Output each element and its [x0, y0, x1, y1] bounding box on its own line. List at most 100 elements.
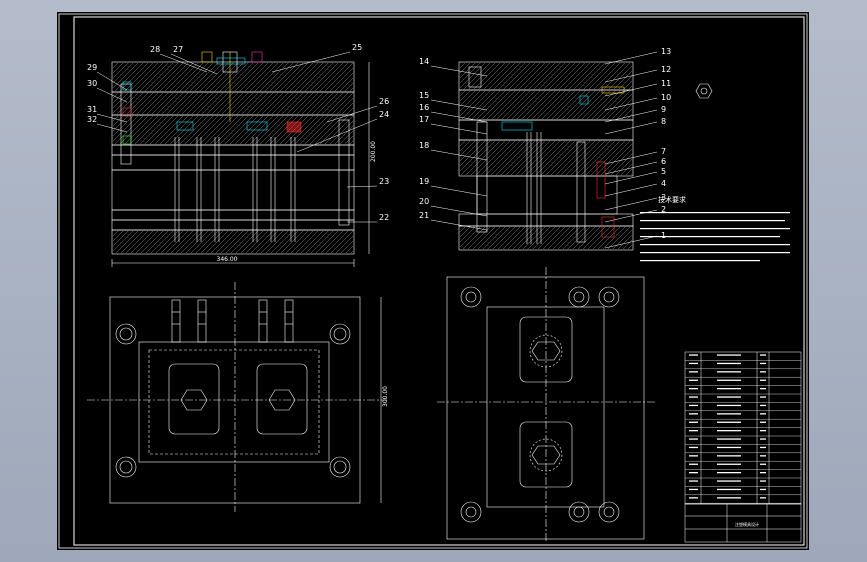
leader-line [271, 51, 351, 73]
table-cell-text [689, 388, 698, 390]
table-cell-text [717, 455, 741, 457]
table-cell-text [689, 413, 698, 415]
table-cell-text [760, 354, 766, 356]
dim-width-left: 346.00 [217, 256, 238, 263]
part-number-label: 31 [87, 105, 97, 114]
right-plan-view [437, 267, 657, 542]
part-number-label: 7 [661, 147, 666, 156]
table-cell-text [760, 463, 766, 465]
part-number-label: 26 [379, 97, 389, 106]
table-cell-text [717, 480, 741, 482]
leader-line [604, 171, 658, 185]
inner-border [73, 16, 805, 546]
table-cell-text [760, 430, 766, 432]
part-number-label: 9 [661, 105, 666, 114]
leader-line [96, 87, 128, 103]
table-cell-text [717, 497, 741, 499]
part-number-label: 15 [419, 91, 429, 100]
leader-line [604, 83, 658, 97]
leader-line [159, 53, 208, 73]
table-cell-text [689, 446, 698, 449]
part-number-label: 17 [419, 115, 429, 124]
part-number-label: 14 [419, 57, 429, 66]
table-cell-text [689, 480, 698, 482]
leader-line [604, 235, 658, 249]
table-cell-text [717, 463, 741, 465]
part-number-label: 32 [87, 115, 97, 124]
table-cell-text [689, 472, 698, 474]
leader-line [604, 51, 658, 65]
table-cell-text [717, 472, 741, 474]
left-plan-view [87, 282, 387, 512]
part-number-label: 13 [661, 47, 671, 56]
table-cell-text [760, 421, 766, 423]
leader-line [604, 97, 658, 111]
table-cell-text [760, 488, 766, 491]
leader-line [604, 109, 658, 123]
table-cell-text [717, 488, 741, 491]
table-cell-text [717, 404, 741, 407]
table-cell-text [717, 371, 741, 373]
cooling-fittings [171, 299, 294, 343]
table-cell-text [760, 404, 766, 407]
part-number-label: 5 [661, 167, 666, 176]
table-cell-text [760, 446, 766, 449]
table-cell-text [717, 396, 741, 398]
part-number-label: 18 [419, 141, 429, 150]
leader-line [430, 65, 488, 77]
table-cell-text [760, 388, 766, 390]
part-number-label: 21 [419, 211, 429, 220]
leader-line [96, 123, 128, 133]
table-cell-text [689, 396, 698, 398]
part-number-label: 11 [661, 79, 671, 88]
table-cell-text [689, 438, 698, 440]
leader-line [430, 111, 488, 123]
table-cell-text [717, 379, 741, 381]
leader-line [296, 118, 378, 153]
tech-requirements-title: 技术要求 [658, 195, 686, 204]
table-cell-text [717, 413, 741, 415]
leader-line [326, 105, 378, 123]
table-cell-text [689, 371, 698, 373]
part-number-label: 12 [661, 65, 671, 74]
part-number-label: 24 [379, 110, 389, 119]
tech-requirements-lines [640, 212, 790, 262]
part-number-label: 20 [419, 197, 429, 206]
title-block [684, 503, 802, 543]
cooling-fitting [171, 299, 181, 343]
section-hatch-right [459, 62, 633, 250]
leader-line [96, 71, 128, 91]
part-number-label: 6 [661, 157, 666, 166]
leader-line [346, 185, 378, 188]
table-cell-text [689, 362, 698, 365]
table-cell-text [717, 362, 741, 365]
title-block-label: 注塑模具设计 [735, 521, 759, 527]
table-cell-text [689, 488, 698, 491]
table-cell-text [760, 497, 766, 499]
table-cell-text [760, 362, 766, 365]
leader-line [430, 185, 488, 197]
parts-list-table [684, 351, 802, 505]
leader-line [430, 99, 488, 111]
leader-line [430, 149, 488, 161]
table-cell-text [689, 463, 698, 465]
part-number-label: 25 [352, 43, 362, 52]
leader-line [604, 151, 658, 165]
table-cell-text [760, 455, 766, 457]
part-number-label: 2 [661, 205, 666, 214]
part-number-label: 19 [419, 177, 429, 186]
part-number-label: 4 [661, 179, 666, 188]
table-cell-text [717, 430, 741, 432]
part-number-label: 27 [173, 45, 183, 54]
ejector-pins-left [174, 137, 296, 242]
table-cell-text [760, 480, 766, 482]
part-number-label: 3 [661, 193, 666, 202]
table-cell-text [760, 371, 766, 373]
section-hatch-left [112, 62, 354, 254]
leader-line [430, 123, 488, 135]
